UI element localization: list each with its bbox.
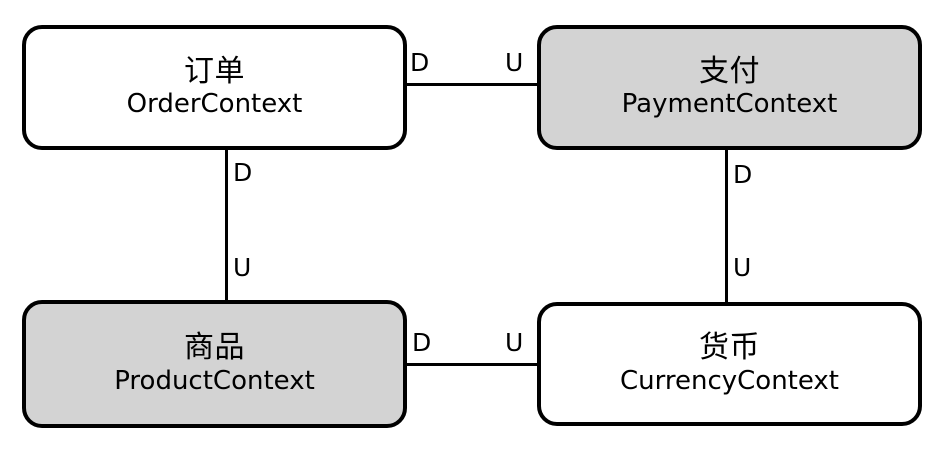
node-product-context[interactable]: 商品 ProductContext [22, 300, 407, 428]
edge-label-order-downstream: D [410, 48, 430, 77]
node-product-title: 商品 [184, 330, 245, 366]
node-order-context[interactable]: 订单 OrderContext [22, 25, 407, 150]
edge-order-product [225, 147, 228, 303]
node-payment-title: 支付 [699, 53, 760, 89]
edge-label-order-product-downstream: D [233, 158, 253, 187]
node-currency-title: 货币 [699, 330, 760, 366]
edge-label-order-product-upstream: U [233, 253, 252, 282]
node-currency-subtitle: CurrencyContext [620, 365, 839, 396]
edge-label-product-downstream: D [412, 328, 432, 357]
node-payment-context[interactable]: 支付 PaymentContext [537, 25, 922, 150]
edge-label-currency-upstream: U [505, 328, 524, 357]
edge-label-payment-currency-upstream: U [733, 253, 752, 282]
node-order-subtitle: OrderContext [126, 89, 303, 120]
node-order-title: 订单 [184, 53, 245, 89]
edge-order-payment [403, 83, 541, 86]
edge-payment-currency [725, 147, 728, 305]
node-product-subtitle: ProductContext [114, 365, 315, 396]
edge-label-payment-upstream: U [505, 48, 524, 77]
edge-label-payment-currency-downstream: D [733, 160, 753, 189]
node-payment-subtitle: PaymentContext [621, 89, 838, 120]
edge-product-currency [403, 363, 541, 366]
node-currency-context[interactable]: 货币 CurrencyContext [537, 302, 922, 426]
